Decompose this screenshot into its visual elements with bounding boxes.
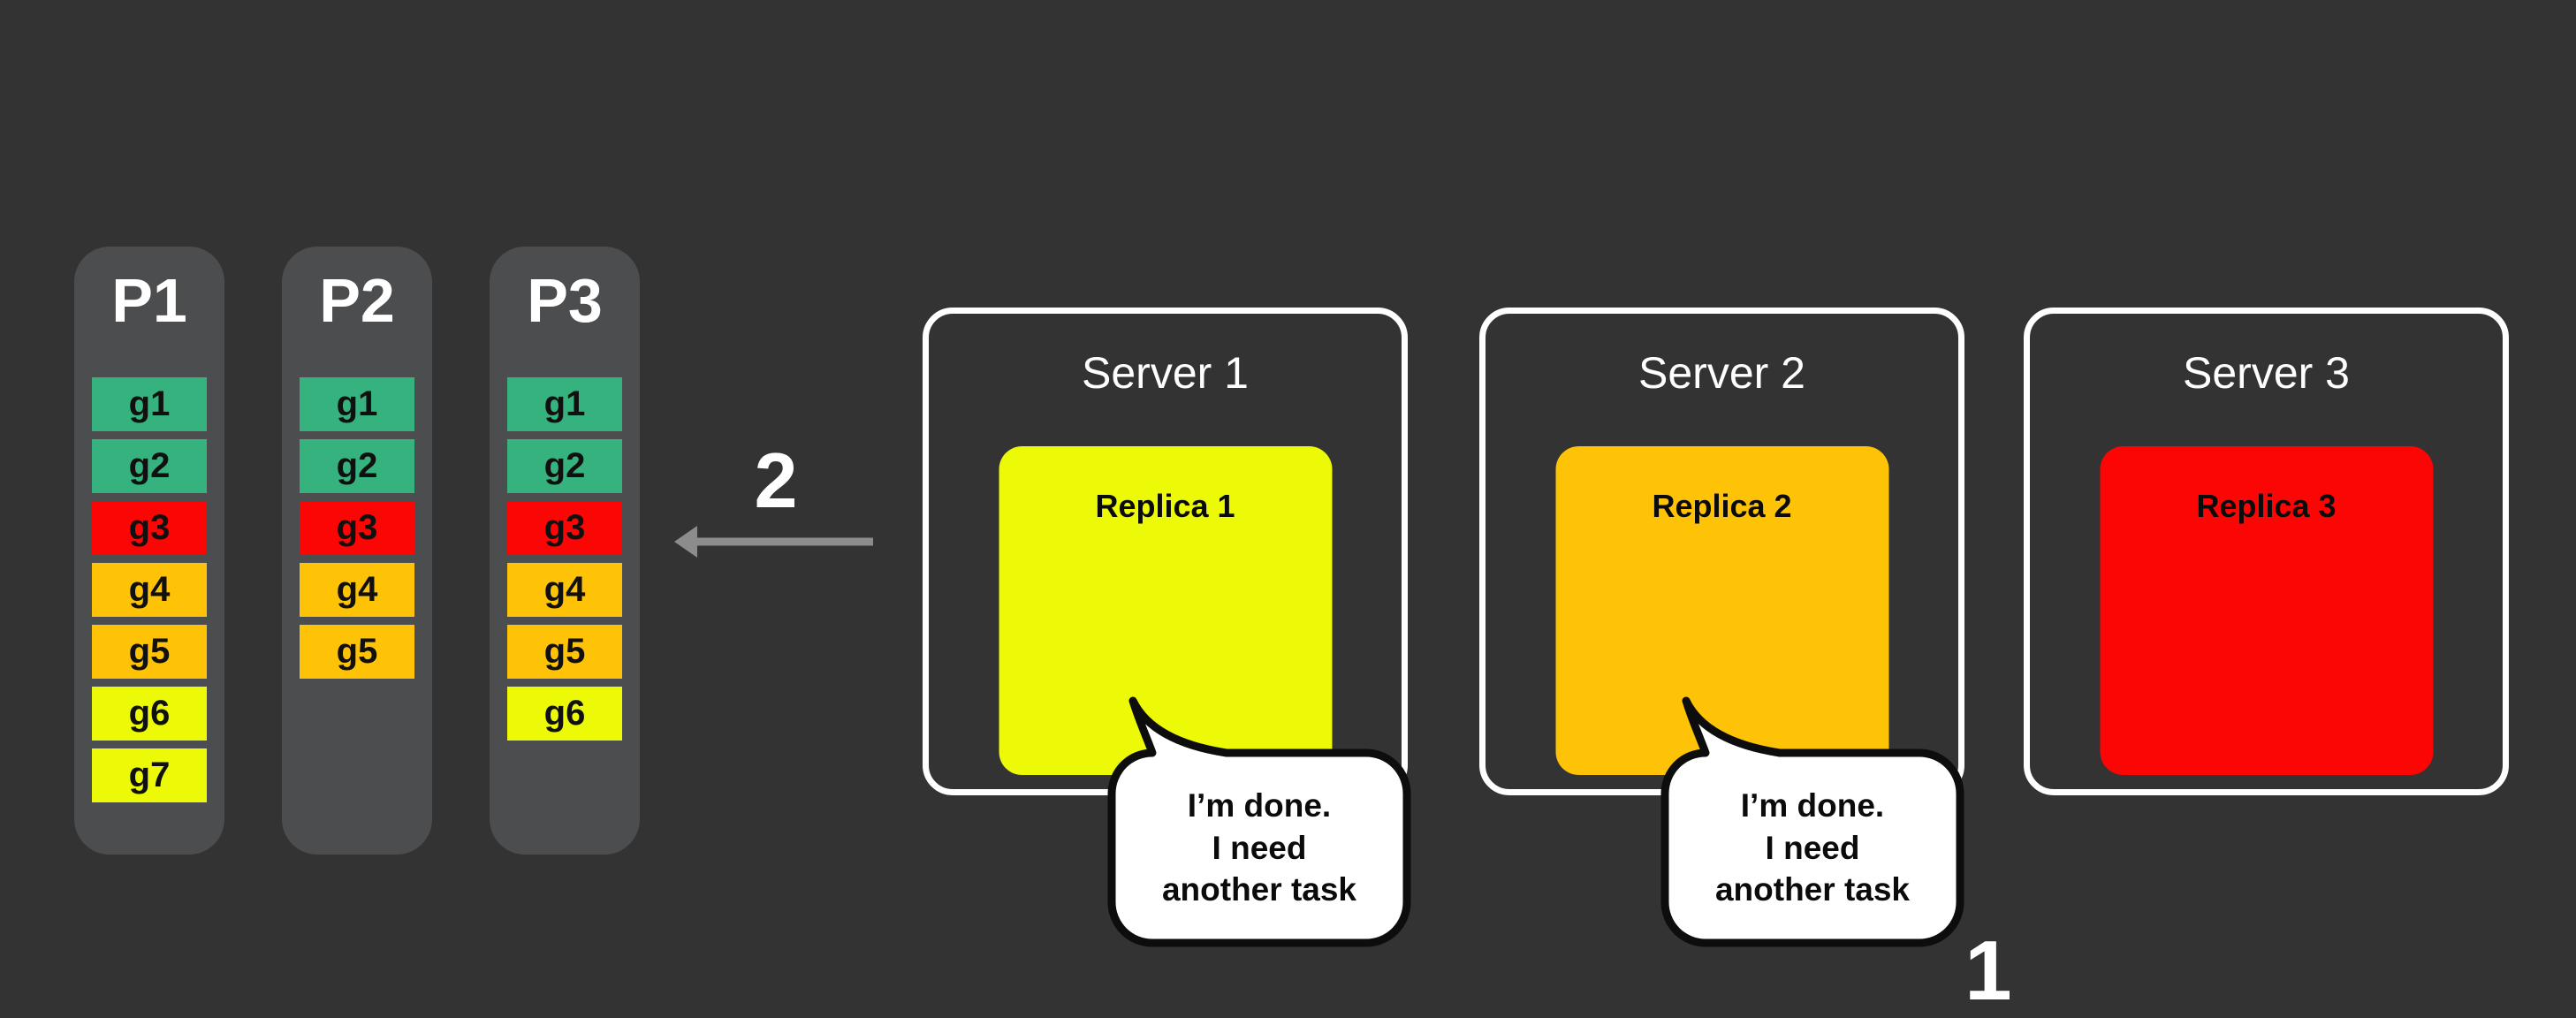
group-cell: g5 [300,625,414,679]
server-title: Server 2 [1638,348,1805,398]
arrow-step-label: 2 [754,437,798,524]
replica-2: Replica 2 [1555,446,1888,775]
server-2: Server 2 Replica 2 [1479,308,1964,795]
replica-label: Replica 1 [1095,488,1235,524]
replica-3: Replica 3 [2100,446,2433,775]
group-cell: g3 [507,501,622,555]
speech-bubble-2: I’m done. I need another task [1656,689,1974,954]
partition-cells: g1 g2 g3 g4 g5 [282,377,432,687]
group-cell: g4 [300,563,414,617]
left-arrow-icon [674,526,873,558]
server-3: Server 3 Replica 3 [2024,308,2509,795]
group-cell: g6 [507,687,622,741]
group-cell: g2 [92,439,207,493]
partition-cells: g1 g2 g3 g4 g5 g6 g7 [74,377,224,810]
server-1: Server 1 Replica 1 [923,308,1408,795]
group-cell: g3 [92,501,207,555]
group-cell: g4 [92,563,207,617]
replica-label: Replica 3 [2196,488,2337,524]
partition-title: P2 [319,266,395,335]
replica-label: Replica 2 [1652,488,1792,524]
arrow-head [674,526,697,558]
speech-bubble-shape [1660,696,1964,947]
speech-bubble-shape [1107,696,1411,947]
bubble-text: I’m done. I need another task [1161,787,1356,908]
arrow-shaft [694,537,873,546]
group-cell: g1 [92,377,207,431]
partition-cells: g1 g2 g3 g4 g5 g6 [490,377,640,748]
group-cell: g1 [300,377,414,431]
speech-bubble-1: I’m done. I need another task [1103,689,1421,954]
group-cell: g5 [92,625,207,679]
server-title: Server 1 [1082,348,1249,398]
group-cell: g3 [300,501,414,555]
group-cell: g2 [300,439,414,493]
partition-p3: P3 g1 g2 g3 g4 g5 g6 [490,247,640,855]
partition-p2: P2 g1 g2 g3 g4 g5 [282,247,432,855]
server-title: Server 3 [2183,348,2350,398]
diagram-canvas: P1 g1 g2 g3 g4 g5 g6 g7 P2 g1 g2 g3 g4 g… [74,247,2509,1014]
partition-p1: P1 g1 g2 g3 g4 g5 g6 g7 [74,247,224,855]
group-cell: g5 [507,625,622,679]
partition-title: P3 [527,266,603,335]
replica-1: Replica 1 [999,446,1332,775]
group-cell: g4 [507,563,622,617]
group-cell: g2 [507,439,622,493]
bubble-text: I’m done. I need another task [1714,787,1910,908]
step-label-1: 1 [1964,923,2012,1018]
group-cell: g6 [92,687,207,741]
group-cell: g7 [92,748,207,802]
partition-title: P1 [111,266,187,335]
group-cell: g1 [507,377,622,431]
